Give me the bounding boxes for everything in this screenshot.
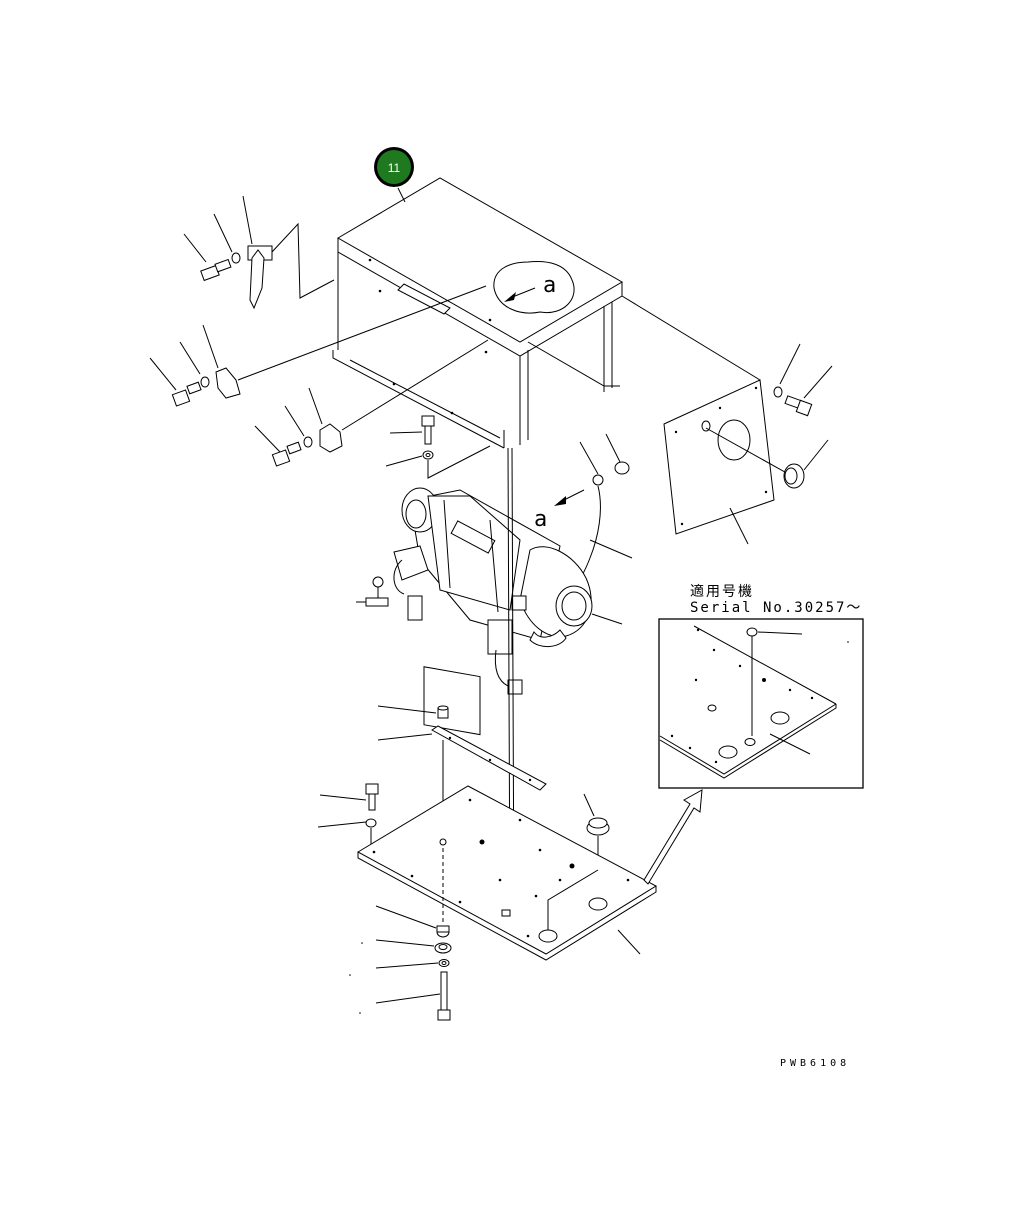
inset-title-jp: 適用号機 — [690, 583, 754, 600]
inset-arrow — [643, 789, 703, 885]
side-panel — [621, 295, 793, 535]
nut-right — [592, 461, 630, 486]
bolt-center — [421, 415, 435, 460]
badge-number: 11 — [388, 161, 401, 175]
view-label-a-top: a — [543, 273, 556, 298]
bolt-base-left — [365, 783, 379, 828]
view-a-callout-mid: a — [534, 489, 585, 532]
sleeve-upper — [437, 705, 449, 719]
latch-upper — [247, 222, 335, 310]
callout-badge[interactable]: 11 — [374, 147, 414, 187]
bolt-upper-left — [200, 252, 241, 282]
heater-unit — [356, 487, 593, 736]
top-cover — [332, 177, 623, 449]
inset-box — [658, 618, 864, 789]
grommet-right — [783, 463, 805, 489]
base-plate — [356, 785, 658, 961]
view-label-a-mid: a — [534, 507, 547, 532]
bolt-right — [773, 386, 813, 417]
inset-serial: Serial No.30257～ — [690, 600, 862, 616]
bracket-bar — [431, 725, 547, 791]
grommet-base — [586, 817, 610, 836]
view-a-callout-top: a — [493, 261, 575, 314]
drawing-code: PWB6108 — [780, 1058, 850, 1069]
latch-lower — [319, 339, 489, 453]
bolt-lower-left — [271, 436, 313, 467]
latch-middle — [215, 285, 487, 399]
bolt-middle-left — [171, 376, 210, 407]
bottom-fasteners — [434, 925, 452, 1021]
